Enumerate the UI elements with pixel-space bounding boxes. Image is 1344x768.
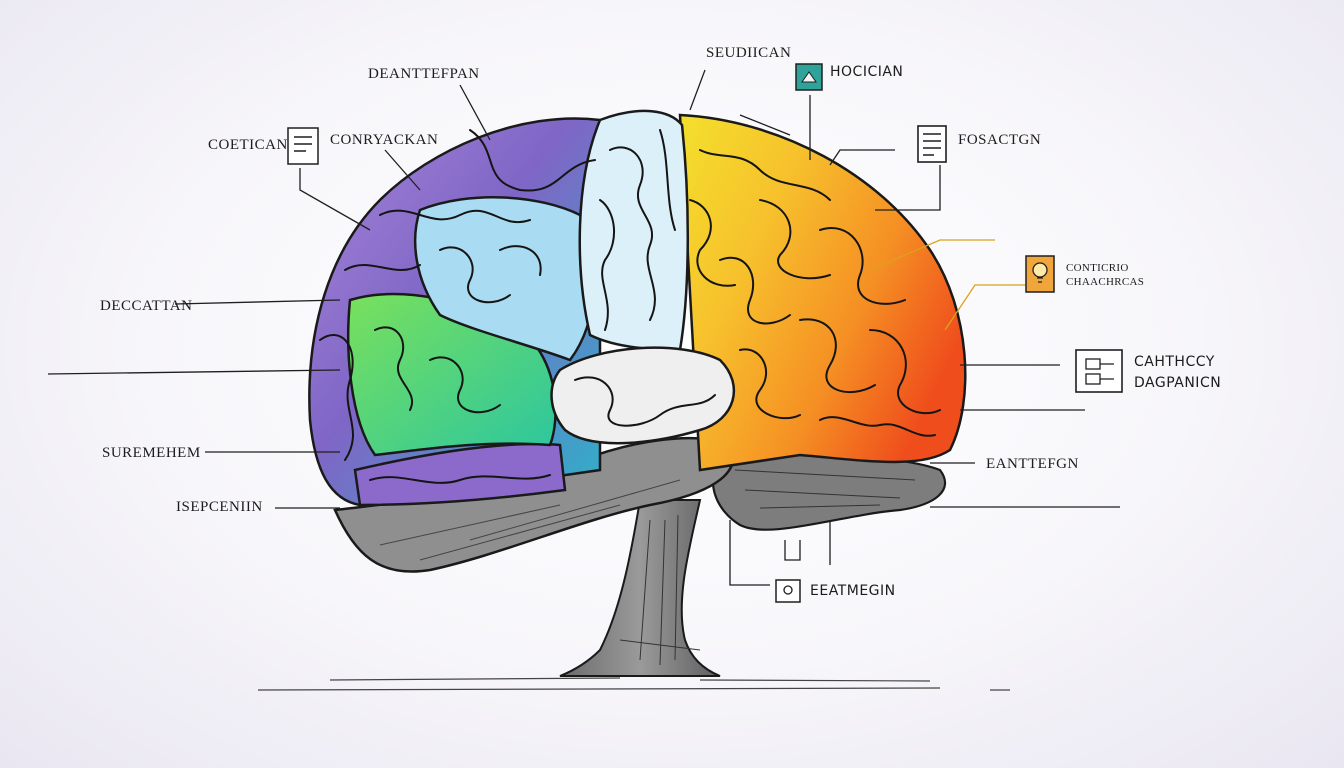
leader-lines [47,69,1120,586]
lightbulb-icon [1025,255,1055,293]
cerebellum [711,453,947,531]
label-right-upper: FOSACTGN [958,132,1042,148]
chat-icon [287,127,319,165]
label-top-center: SEUDIICAN [706,45,792,61]
ground-lines [257,677,1010,691]
label-right-lower: EANTTEFGN [986,456,1079,472]
label-right-mid-3a: CAHTHCCY [1134,354,1215,370]
teal-square-icon [795,63,823,91]
brain-gyri [319,129,941,484]
label-top-left: DEANTTEFPAN [368,66,480,82]
diagram-icon [1075,349,1123,393]
label-left-bottom: ISEPCENIIN [176,499,263,515]
label-bottom-center: EEATMEGIN [810,583,896,599]
label-right-mid-1: CONTICRIO [1066,262,1129,274]
label-right-mid-2: CHAACHRCAS [1066,276,1145,288]
label-left-upper-2: CONRYACKAN [330,132,439,148]
label-left-lower: SUREMEHEM [102,445,201,461]
brainstem-trunk [559,499,721,677]
label-left-upper: COETICAN [208,137,288,153]
label-left-mid: DECCATTAN [100,298,193,314]
document-icon [917,125,947,163]
label-right-mid-3b: DAGPANICN [1134,375,1222,391]
small-box-icon [775,579,801,603]
label-top-right-icon: HOCICIAN [830,64,904,80]
